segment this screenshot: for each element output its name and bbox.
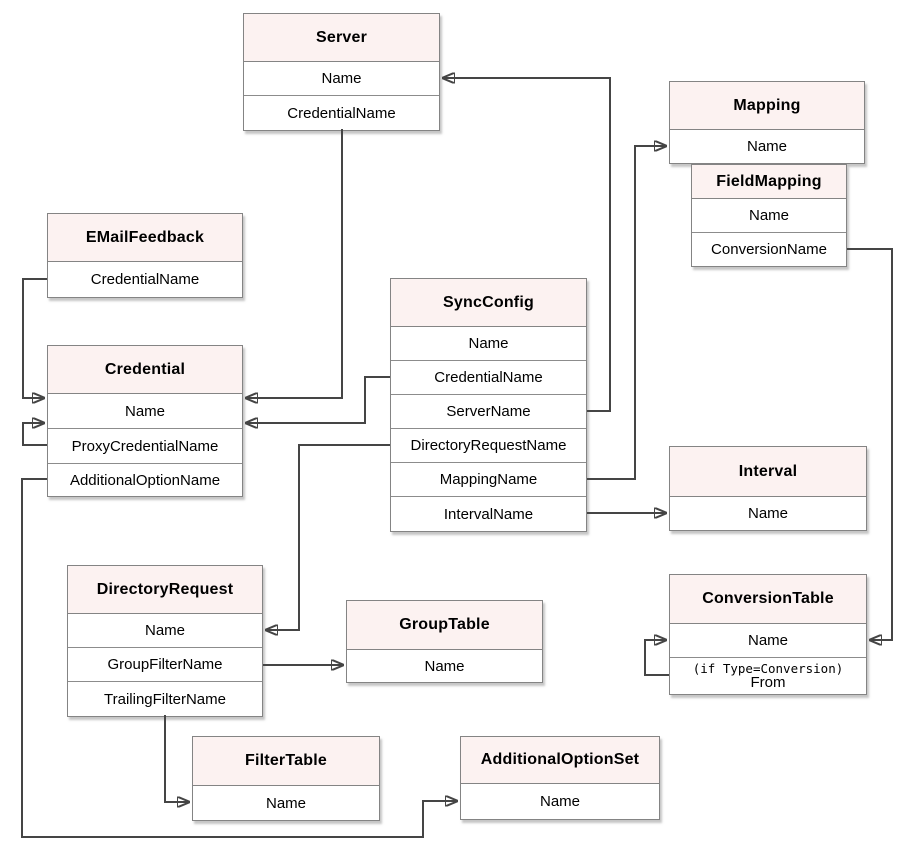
entity-title-credential: Credential — [48, 346, 242, 394]
field-directoryrequest-groupfiltername: GroupFilterName — [68, 648, 262, 682]
entity-interval: Interval Name — [669, 446, 867, 531]
entity-title-grouptable: GroupTable — [347, 601, 542, 650]
field-server-name: Name — [244, 62, 439, 96]
entity-filtertable: FilterTable Name — [192, 736, 380, 821]
entity-mapping: Mapping Name — [669, 81, 865, 164]
connector-emailfeedback-credentialname-to-credential-name — [22, 278, 47, 398]
field-syncconfig-mappingname: MappingName — [391, 463, 586, 497]
entity-credential: Credential Name ProxyCredentialName Addi… — [47, 345, 243, 497]
field-credential-additionaloptionname: AdditionalOptionName — [48, 464, 242, 496]
connector-syncconfig-credentialname-to-credential-name — [246, 376, 390, 423]
field-syncconfig-directoryrequestname: DirectoryRequestName — [391, 429, 586, 463]
entity-title-interval: Interval — [670, 447, 866, 497]
entity-syncconfig: SyncConfig Name CredentialName ServerNam… — [390, 278, 587, 532]
entity-additionaloptionset: AdditionalOptionSet Name — [460, 736, 660, 820]
field-conversiontable-name: Name — [670, 624, 866, 658]
entity-conversiontable: ConversionTable Name (if Type=Conversion… — [669, 574, 867, 695]
field-syncconfig-credentialname: CredentialName — [391, 361, 586, 395]
field-grouptable-name: Name — [347, 650, 542, 682]
field-server-credentialname: CredentialName — [244, 96, 439, 130]
field-directoryrequest-name: Name — [68, 614, 262, 648]
entity-emailfeedback: EMailFeedback CredentialName — [47, 213, 243, 298]
connector-syncconfig-mappingname-to-mapping-name — [587, 146, 666, 480]
field-mapping-name: Name — [670, 130, 864, 163]
field-syncconfig-name: Name — [391, 327, 586, 361]
field-directoryrequest-trailingfiltername: TrailingFilterName — [68, 682, 262, 716]
entity-title-syncconfig: SyncConfig — [391, 279, 586, 327]
entity-title-server: Server — [244, 14, 439, 62]
entity-title-conversiontable: ConversionTable — [670, 575, 866, 624]
conditional-annotation: (if Type=Conversion) — [692, 660, 844, 676]
connector-directoryrequest-trailingfiltername-to-filtertable-name — [164, 715, 189, 802]
entity-title-additionaloptionset: AdditionalOptionSet — [461, 737, 659, 784]
conditional-field-label: From — [750, 673, 786, 691]
field-credential-name: Name — [48, 394, 242, 429]
field-syncconfig-servername: ServerName — [391, 395, 586, 429]
entity-server: Server Name CredentialName — [243, 13, 440, 131]
field-credential-proxycredentialname: ProxyCredentialName — [48, 429, 242, 464]
entity-title-fieldmapping: FieldMapping — [692, 165, 846, 199]
connector-server-credentialname-to-credential-name — [246, 129, 343, 398]
field-filtertable-name: Name — [193, 786, 379, 820]
entity-grouptable: GroupTable Name — [346, 600, 543, 683]
entity-fieldmapping: FieldMapping Name ConversionName — [691, 164, 847, 267]
connector-conversiontable-from-loop — [644, 640, 669, 676]
entity-title-emailfeedback: EMailFeedback — [48, 214, 242, 262]
field-emailfeedback-credentialname: CredentialName — [48, 262, 242, 297]
entity-title-directoryrequest: DirectoryRequest — [68, 566, 262, 614]
field-conversiontable-from: (if Type=Conversion) From — [670, 658, 866, 694]
field-additionaloptionset-name: Name — [461, 784, 659, 819]
field-syncconfig-intervalname: IntervalName — [391, 497, 586, 531]
field-interval-name: Name — [670, 497, 866, 530]
entity-directoryrequest: DirectoryRequest Name GroupFilterName Tr… — [67, 565, 263, 717]
entity-title-filtertable: FilterTable — [193, 737, 379, 786]
entity-title-mapping: Mapping — [670, 82, 864, 130]
connector-credential-proxycredentialname-loop — [22, 423, 47, 446]
field-fieldmapping-conversionname: ConversionName — [692, 233, 846, 266]
field-fieldmapping-name: Name — [692, 199, 846, 233]
